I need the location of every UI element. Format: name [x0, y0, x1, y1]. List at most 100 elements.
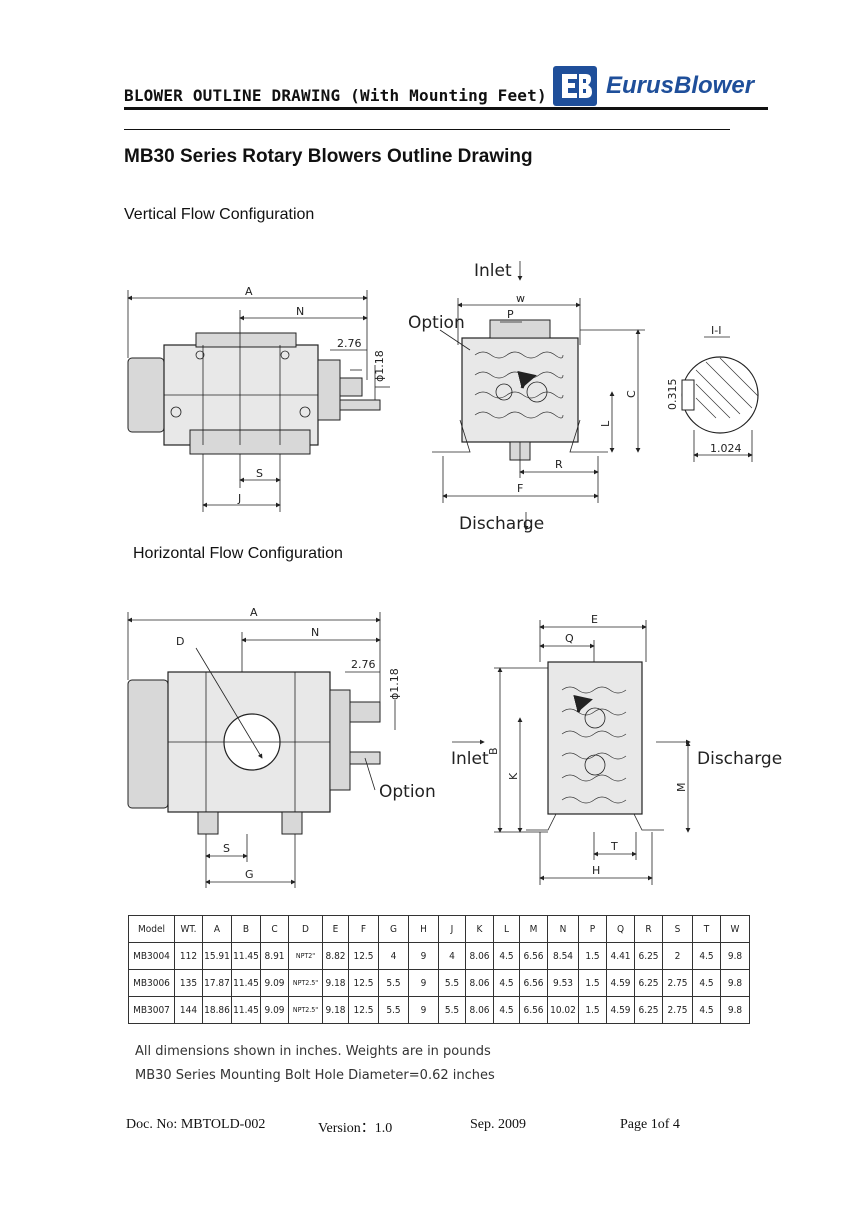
dim-2.76-label-h: 2.76: [351, 658, 376, 671]
discharge-bottom-label: Discharge: [459, 514, 544, 534]
table-header-cell: P: [578, 915, 607, 943]
vertical-side-view: [127, 290, 390, 512]
table-cell: 8.06: [465, 969, 494, 997]
table-cell: MB3004: [128, 942, 175, 970]
dim-S-label-h: S: [223, 842, 230, 855]
dim-Q-label: Q: [565, 632, 574, 645]
table-cell: 9: [408, 969, 439, 997]
table-header-row: Model WT. A B C D E F G H J K L M N P Q …: [128, 915, 750, 943]
table-cell: 12.5: [348, 969, 379, 997]
table-cell: 9.18: [322, 969, 349, 997]
table-cell: 12.5: [348, 996, 379, 1024]
inlet-top-label: Inlet: [474, 261, 512, 281]
table-cell: 112: [174, 942, 203, 970]
dim-2.76-label: 2.76: [337, 337, 362, 350]
dim-d1.18-label-h: ϕ1.18: [388, 668, 401, 700]
table-cell: 6.25: [634, 969, 663, 997]
table-cell: 8.06: [465, 996, 494, 1024]
vertical-end-view: [432, 261, 645, 531]
table-cell: 8.82: [322, 942, 349, 970]
header-rule: [124, 107, 768, 110]
table-cell: 11.45: [231, 969, 261, 997]
table-cell: 15.91: [202, 942, 232, 970]
table-cell: 9.18: [322, 996, 349, 1024]
table-cell: 4.5: [493, 969, 520, 997]
section-ii-label: I-I: [711, 324, 721, 337]
table-header-cell: Model: [128, 915, 175, 943]
table-cell: 9.8: [720, 996, 750, 1024]
table-header-cell: M: [519, 915, 548, 943]
note-units: All dimensions shown in inches. Weights …: [135, 1044, 491, 1059]
table-header-cell: E: [322, 915, 349, 943]
note-bolt-hole: MB30 Series Mounting Bolt Hole Diameter=…: [135, 1068, 495, 1083]
table-cell: 8.54: [547, 942, 579, 970]
table-row: MB3006 135 17.87 11.45 9.09 NPT2.5" 9.18…: [128, 969, 750, 997]
table-cell: 4: [378, 942, 409, 970]
table-cell: 4.59: [606, 969, 635, 997]
section-vertical-heading: Vertical Flow Configuration: [124, 206, 315, 223]
table-cell: 4.59: [606, 996, 635, 1024]
dim-S-label: S: [256, 467, 263, 480]
table-cell: NPT2.5": [288, 996, 323, 1024]
table-cell: MB3007: [128, 996, 175, 1024]
table-cell: 144: [174, 996, 203, 1024]
dim-W-label: w: [516, 292, 525, 305]
footer-doc-no: Doc. No: MBTOLD-002: [126, 1117, 266, 1132]
table-cell: 5.5: [438, 996, 466, 1024]
horizontal-side-view: [127, 612, 396, 888]
table-cell: 12.5: [348, 942, 379, 970]
table-cell: 6.25: [634, 942, 663, 970]
header-rule-thin: [124, 129, 730, 130]
table-header-cell: F: [348, 915, 379, 943]
dim-N-label-h: N: [311, 626, 319, 639]
table-header-cell: H: [408, 915, 439, 943]
table-cell: 4.5: [692, 969, 721, 997]
table-cell: 6.56: [519, 969, 548, 997]
dimensions-table: Model WT. A B C D E F G H J K L M N P Q …: [128, 915, 750, 1024]
shaft-section-view: [681, 336, 759, 462]
table-header-cell: G: [378, 915, 409, 943]
table-cell: 135: [174, 969, 203, 997]
page-title: MB30 Series Rotary Blowers Outline Drawi…: [124, 146, 533, 167]
horizontal-end-view: [452, 620, 691, 885]
option-vertical-label: Option: [408, 313, 465, 333]
option-horizontal-label: Option: [379, 782, 436, 802]
table-cell: 6.56: [519, 996, 548, 1024]
table-cell: 4: [438, 942, 466, 970]
table-header-cell: D: [288, 915, 323, 943]
table-cell: 4.5: [493, 942, 520, 970]
table-cell: 9.09: [260, 969, 289, 997]
table-header-cell: B: [231, 915, 261, 943]
table-header-cell: L: [493, 915, 520, 943]
dim-d1.18-label: ϕ1.18: [373, 350, 386, 382]
dim-A-label: A: [245, 285, 253, 298]
table-cell: 2.75: [662, 996, 693, 1024]
dim-0315-label: 0.315: [666, 379, 679, 411]
dim-L-label: L: [599, 420, 612, 427]
dim-N-label: N: [296, 305, 304, 318]
table-cell: 4.5: [493, 996, 520, 1024]
table-header-cell: C: [260, 915, 289, 943]
table-header-cell: W: [720, 915, 750, 943]
dim-R-label: R: [555, 458, 563, 471]
dim-B-label: B: [487, 747, 500, 755]
dim-D-label: D: [176, 635, 184, 648]
table-cell: 6.56: [519, 942, 548, 970]
dim-T-label: T: [610, 840, 618, 853]
dim-F-label: F: [517, 482, 523, 495]
table-cell: 5.5: [378, 996, 409, 1024]
dim-M-label: M: [675, 783, 688, 793]
dim-P-label: P: [507, 308, 514, 321]
table-cell: 5.5: [378, 969, 409, 997]
table-cell: NPT2": [288, 942, 323, 970]
document-header-title: BLOWER OUTLINE DRAWING (With Mounting Fe…: [124, 86, 547, 105]
table-cell: 8.06: [465, 942, 494, 970]
dim-1024-label: 1.024: [710, 442, 742, 455]
table-cell: 4.41: [606, 942, 635, 970]
table-cell: 10.02: [547, 996, 579, 1024]
table-cell: 9: [408, 996, 439, 1024]
table-cell: 11.45: [231, 996, 261, 1024]
table-header-cell: N: [547, 915, 579, 943]
dim-E-label: E: [591, 613, 598, 626]
dim-C-label: C: [625, 390, 638, 398]
